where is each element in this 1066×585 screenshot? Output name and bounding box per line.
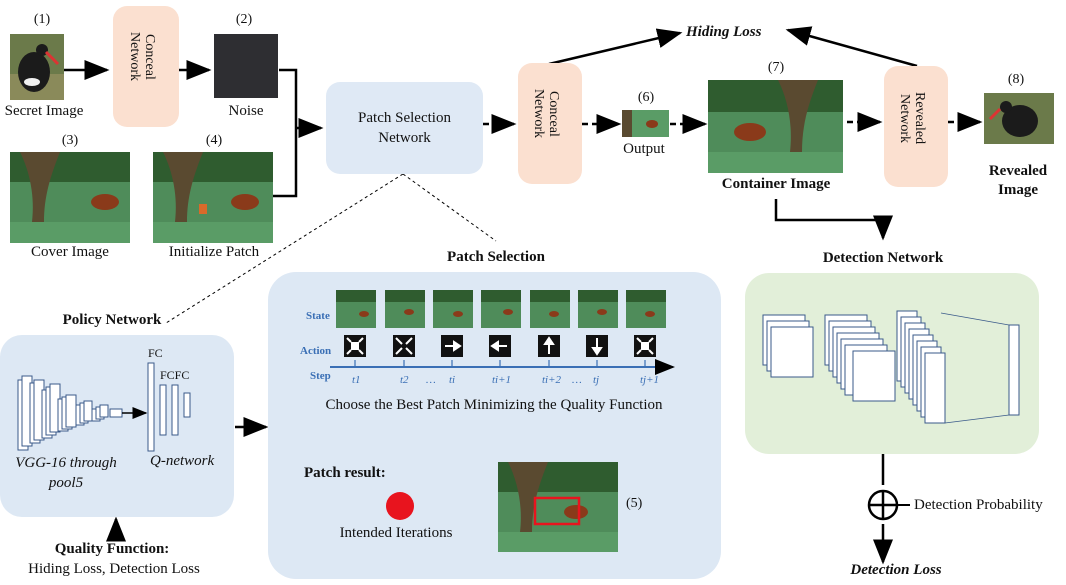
output-image <box>622 110 669 137</box>
red-dot <box>386 492 414 520</box>
intended-iterations: Intended Iterations <box>339 525 453 541</box>
container-image <box>708 80 843 173</box>
detection-network-panel <box>745 273 1039 454</box>
secret-number: (1) <box>33 12 51 27</box>
noise-image <box>214 34 278 98</box>
container-number: (7) <box>767 60 785 75</box>
detection-probability: Detection Probability <box>914 497 1043 513</box>
detection-loss: Detection Loss <box>850 562 942 578</box>
quality-function-label: Quality Function: <box>54 541 170 557</box>
output-label: Output <box>623 141 665 157</box>
patch-number: (5) <box>626 496 643 511</box>
policy-network-title: Policy Network <box>62 312 162 328</box>
patch-result-label: Patch result: <box>304 465 386 481</box>
choose-best-label: Choose the Best Patch Minimizing the Qua… <box>325 397 663 413</box>
secret-label: Secret Image <box>4 103 84 119</box>
revealed-number: (8) <box>1007 72 1025 87</box>
patch-selection-title: Patch Selection <box>447 249 545 265</box>
detection-network-title: Detection Network <box>822 250 944 266</box>
noise-label: Noise <box>228 103 264 119</box>
hiding-loss-label: Hiding Loss <box>686 24 762 40</box>
patch-selection-network: Patch Selection Network <box>326 82 483 174</box>
patch-selection-panel: State Action Step <box>268 272 721 579</box>
revealed-image <box>984 93 1054 144</box>
cover-label: Cover Image <box>31 244 109 260</box>
patch-result-image <box>498 462 618 552</box>
secret-image <box>10 34 64 100</box>
revealed-network: Revealed Network <box>884 66 948 187</box>
noise-number: (2) <box>235 12 253 27</box>
cover-number: (3) <box>61 133 79 148</box>
container-label: Container Image <box>721 176 831 192</box>
cover-image <box>10 152 130 243</box>
initialize-patch-image <box>153 152 273 243</box>
policy-network-panel: FC FCFC VGG-16 through pool5 Q-network <box>0 335 234 517</box>
revealed-label: Revealed Image <box>988 163 1048 198</box>
init-label: Initialize Patch <box>168 244 260 260</box>
conceal-network-1: Conceal Network <box>113 6 179 127</box>
conceal-network-2: Conceal Network <box>518 63 582 184</box>
init-number: (4) <box>205 133 223 148</box>
output-number: (6) <box>637 90 655 105</box>
qnetwork-label: Q-network <box>150 453 215 469</box>
quality-items: Hiding Loss, Detection Loss <box>28 561 200 577</box>
vgg-label: VGG-16 through pool5 <box>15 455 117 491</box>
